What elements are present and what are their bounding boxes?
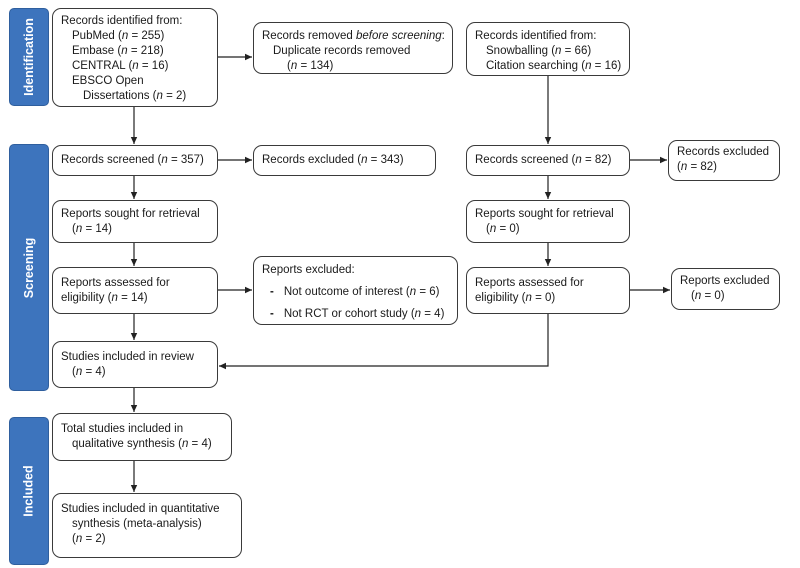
reports-excluded-left-heading: Reports excluded:	[262, 264, 355, 276]
reports-assessed-left-count: eligibility (n = 14)	[61, 292, 148, 304]
records-identified-heading: Records identified from:	[61, 15, 183, 27]
qualitative-synthesis-count: qualitative synthesis (n = 4)	[72, 438, 212, 450]
stage-identification: Identification	[9, 8, 49, 106]
duplicates-removed-label: Duplicate records removed	[273, 45, 411, 57]
dash-bullet-icon: -	[270, 286, 274, 298]
embase-count: Embase (n = 218)	[72, 45, 164, 57]
exclusion-reason-design: -Not RCT or cohort study (n = 4)	[270, 308, 445, 320]
reports-sought-left-box: Reports sought for retrieval (n = 14)	[52, 200, 218, 243]
quantitative-synthesis-box: Studies included in quantitative synthes…	[52, 493, 242, 558]
central-count: CENTRAL (n = 16)	[72, 60, 169, 72]
qualitative-synthesis-box: Total studies included in qualitative sy…	[52, 413, 232, 461]
snowballing-count: Snowballing (n = 66)	[486, 45, 592, 57]
quantitative-synthesis-subheading: synthesis (meta-analysis)	[72, 518, 202, 530]
stage-screening-label: Screening	[22, 237, 36, 298]
quantitative-synthesis-count: (n = 2)	[72, 533, 106, 545]
reports-assessed-right-heading: Reports assessed for	[475, 277, 584, 289]
exclusion-reason-outcome: -Not outcome of interest (n = 6)	[270, 286, 440, 298]
pubmed-count: PubMed (n = 255)	[72, 30, 165, 42]
stage-screening: Screening	[9, 144, 49, 391]
reports-excluded-right-count: (n = 0)	[691, 290, 725, 302]
records-excluded-left-text: Records excluded (n = 343)	[262, 154, 404, 166]
records-excluded-right-heading: Records excluded	[677, 146, 770, 158]
records-removed-heading: Records removed before screening:	[262, 30, 445, 42]
reports-excluded-right-heading: Reports excluded	[680, 275, 770, 287]
reports-assessed-left-heading: Reports assessed for	[61, 277, 170, 289]
records-excluded-right-box: Records excluded (n = 82)	[668, 140, 780, 181]
studies-included-review-count: (n = 4)	[72, 366, 106, 378]
records-identified-other-box: Records identified from: Snowballing (n …	[466, 22, 630, 76]
quantitative-synthesis-heading: Studies included in quantitative	[61, 503, 220, 515]
reports-assessed-right-box: Reports assessed for eligibility (n = 0)	[466, 267, 630, 314]
qualitative-synthesis-heading: Total studies included in	[61, 423, 184, 435]
records-identified-databases-box: Records identified from: PubMed (n = 255…	[52, 8, 218, 107]
records-identified-other-heading: Records identified from:	[475, 30, 597, 42]
ebsco-count: Dissertations (n = 2)	[83, 90, 187, 102]
studies-included-review-box: Studies included in review (n = 4)	[52, 341, 218, 388]
stage-included-label: Included	[22, 465, 36, 517]
ebsco-label: EBSCO Open	[72, 75, 144, 87]
dash-bullet-icon: -	[270, 308, 274, 320]
reports-sought-right-count: (n = 0)	[486, 223, 520, 235]
records-excluded-left-box: Records excluded (n = 343)	[253, 145, 436, 176]
records-screened-left-box: Records screened (n = 357)	[52, 145, 218, 176]
studies-included-review-heading: Studies included in review	[61, 351, 194, 363]
reports-assessed-right-count: eligibility (n = 0)	[475, 292, 556, 304]
records-screened-right-text: Records screened (n = 82)	[475, 154, 612, 166]
reports-excluded-right-box: Reports excluded (n = 0)	[671, 268, 780, 310]
records-removed-box: Records removed before screening: Duplic…	[253, 22, 453, 74]
reports-assessed-left-box: Reports assessed for eligibility (n = 14…	[52, 267, 218, 314]
reports-sought-left-heading: Reports sought for retrieval	[61, 208, 200, 220]
stage-included: Included	[9, 417, 49, 565]
reports-excluded-left-box: Reports excluded: -Not outcome of intere…	[253, 256, 458, 325]
reports-sought-right-heading: Reports sought for retrieval	[475, 208, 614, 220]
stage-identification-label: Identification	[22, 18, 36, 96]
reports-sought-right-box: Reports sought for retrieval (n = 0)	[466, 200, 630, 243]
records-excluded-right-count: (n = 82)	[677, 161, 717, 173]
records-screened-right-box: Records screened (n = 82)	[466, 145, 630, 176]
citation-searching-count: Citation searching (n = 16)	[486, 60, 622, 72]
reports-sought-left-count: (n = 14)	[72, 223, 112, 235]
duplicates-removed-count: (n = 134)	[287, 60, 334, 72]
records-screened-left-text: Records screened (n = 357)	[61, 154, 204, 166]
arrow-assessed-right-to-included	[219, 314, 549, 370]
